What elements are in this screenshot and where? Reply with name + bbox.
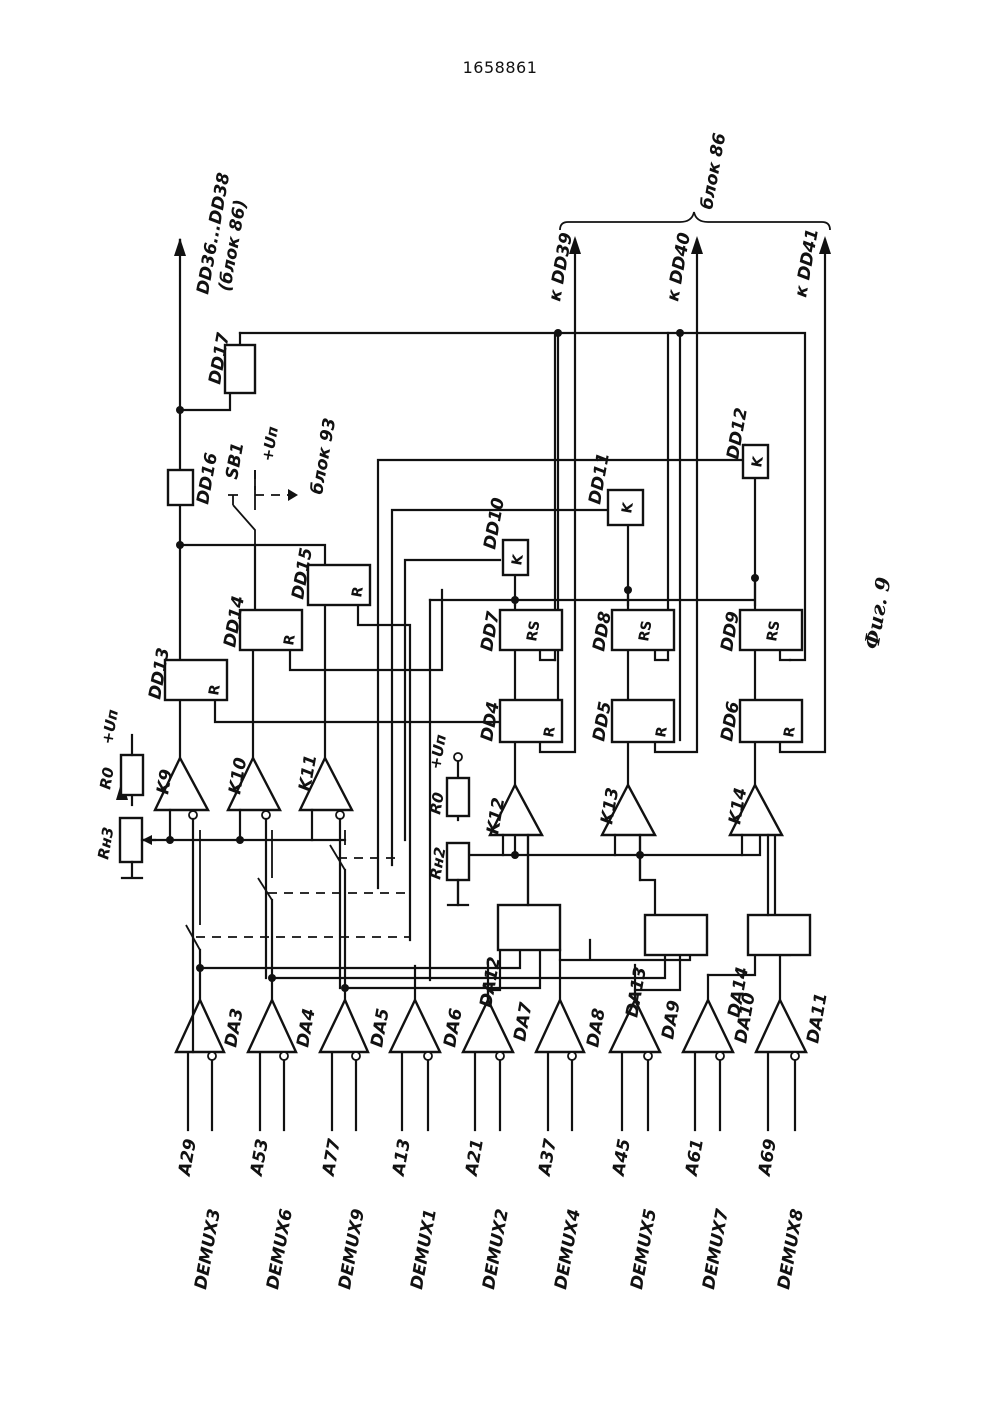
input-d-label: DEMUX5: [627, 1207, 661, 1291]
figure-caption: Фиг. 9: [859, 575, 895, 651]
switch-link-arrow: [288, 489, 298, 501]
input-d-label: DEMUX1: [407, 1207, 441, 1291]
amplifier-label: DA3: [221, 1007, 247, 1049]
junction-dots: [166, 329, 759, 992]
resistor-label: R0: [96, 766, 118, 791]
amplifier-label: DA4: [293, 1007, 319, 1049]
input-a-label: A13: [388, 1137, 414, 1179]
input-d-label: DEMUX7: [699, 1207, 733, 1291]
input-a-label: A69: [754, 1137, 780, 1179]
input-a-label: A37: [534, 1137, 560, 1179]
input-d-label: DEMUX9: [335, 1207, 369, 1291]
resistors: [120, 735, 469, 905]
output-brace: [560, 212, 830, 230]
supply-label: +Uп: [258, 425, 282, 463]
output-dd40-label: к DD40: [663, 231, 695, 303]
resistor-label: Rн3: [94, 826, 117, 861]
supply-label: +Uп: [98, 708, 122, 746]
output-dd39-label: к DD39: [545, 231, 577, 303]
input-a-label: A77: [318, 1137, 344, 1179]
input-a-label: A29: [174, 1137, 200, 1179]
input-d-label: DEMUX8: [774, 1207, 808, 1291]
amplifier-label: DA5: [367, 1007, 393, 1049]
amplifier-label: DA8: [583, 1007, 610, 1049]
gate-label: DD16: [193, 451, 222, 506]
input-a-label: A45: [608, 1137, 634, 1179]
amplifier-label: DA11: [803, 991, 832, 1045]
summer-label: DA12: [476, 955, 505, 1009]
summer-label: DA13: [622, 965, 651, 1019]
output-dd41-label: к DD41: [791, 227, 823, 299]
amplifier-label: DA6: [440, 1007, 467, 1049]
switch-label: SB1: [222, 441, 248, 481]
resistor-labels: Rн3 R0 +Uп Rн2 R0 +Uп +Uп: [94, 425, 450, 881]
amplifier-label: DA9: [658, 999, 685, 1041]
input-a-label: A61: [681, 1137, 707, 1179]
input-a-label: A21: [461, 1137, 487, 1179]
switch-target-label: блок 93: [307, 416, 340, 495]
input-a-label: A53: [246, 1137, 272, 1179]
amplifier-label: DA7: [510, 1001, 537, 1043]
input-d-label: DEMUX6: [263, 1207, 297, 1291]
resistor-label: R0: [426, 791, 448, 816]
block-label: блок 86: [697, 131, 730, 211]
input-d-label: DEMUX2: [479, 1207, 513, 1291]
input-labels: A29 DEMUX3 A53 DEMUX6 A77 DEMUX9 A13 DEM…: [174, 1137, 807, 1291]
input-d-label: DEMUX3: [191, 1207, 225, 1291]
input-d-label: DEMUX4: [551, 1207, 585, 1291]
